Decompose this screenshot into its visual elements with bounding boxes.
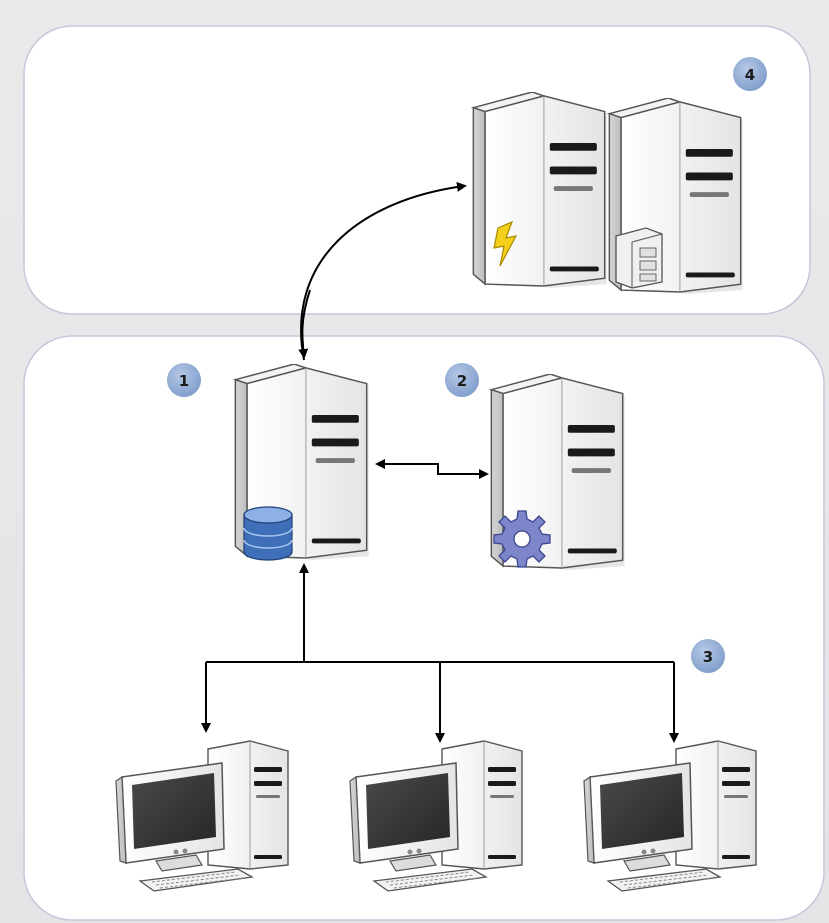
database-server <box>234 364 370 561</box>
arrow-db-to-external <box>300 181 467 361</box>
badge-4-label: 4 <box>745 66 755 84</box>
badge-1-label: 1 <box>179 372 189 390</box>
arrow-external-to-db <box>298 289 311 359</box>
badge-2: 2 <box>445 363 479 397</box>
file-cabinet-icon <box>615 227 663 289</box>
badge-2-label: 2 <box>457 372 467 390</box>
badge-4: 4 <box>733 57 767 91</box>
badge-3-label: 3 <box>703 648 713 666</box>
application-server <box>490 374 626 570</box>
lightning-icon <box>493 220 518 267</box>
badge-1: 1 <box>167 363 201 397</box>
badge-3: 3 <box>691 639 725 673</box>
database-icon <box>243 506 293 561</box>
external-server-storage <box>608 98 744 294</box>
gear-icon <box>493 510 551 568</box>
external-server-power <box>472 92 608 288</box>
